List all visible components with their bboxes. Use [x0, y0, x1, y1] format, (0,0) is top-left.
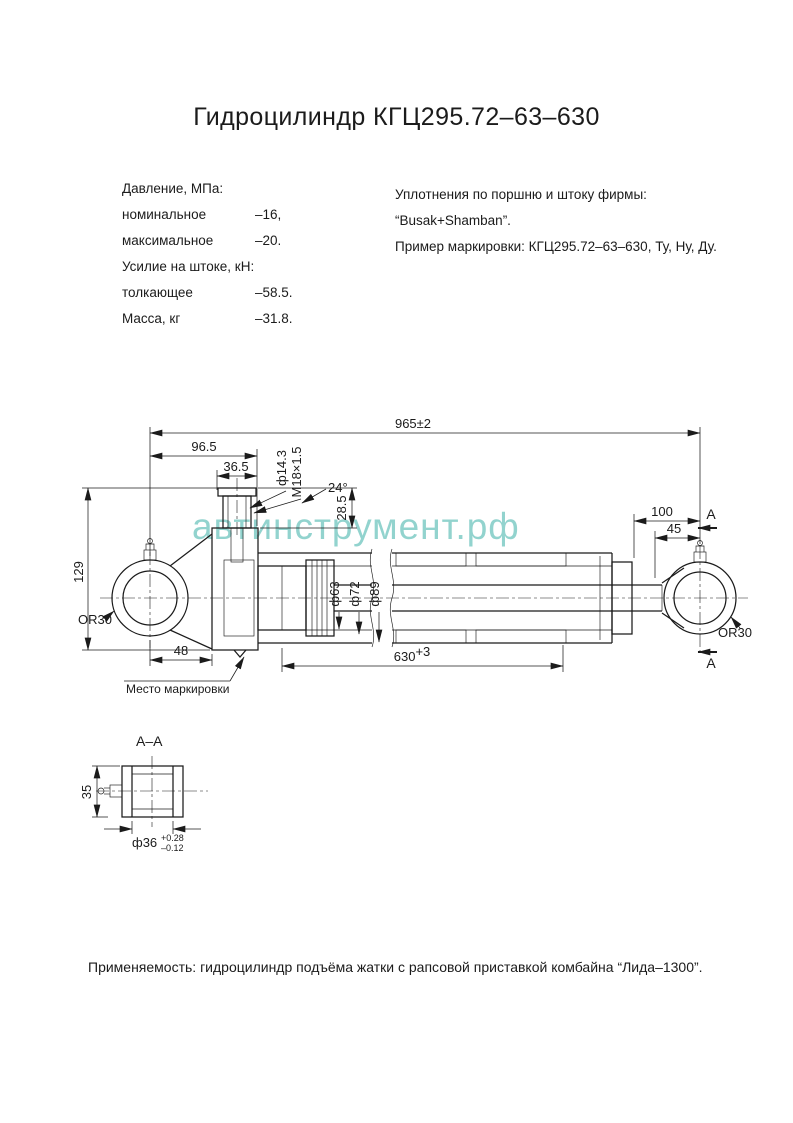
marking-place-callout: Место маркировки [124, 656, 245, 696]
section-title: А–А [136, 733, 163, 749]
dim-pin-bore-tol-lower: –0.12 [161, 843, 184, 853]
dim-port-thread-label: М18×1.5 [289, 447, 304, 498]
spec-row-mass: Масса, кг –31.8. [122, 311, 293, 337]
dimension-100: 100 [633, 504, 701, 558]
application-note: Применяемость: гидроцилиндр подъёма жатк… [88, 959, 703, 975]
piston-rod [334, 584, 663, 612]
dim-100-label: 100 [651, 504, 673, 519]
dim-129-label: 129 [71, 561, 86, 583]
dim-port-diameter-label: ф14.3 [274, 450, 289, 486]
spec-label: толкающее [122, 285, 193, 300]
dim-bore-63-label: ф63 [327, 581, 342, 606]
dim-pin-bore-label: ф36 [132, 835, 157, 850]
spec-table: Давление, МПа: номинальное –16, максималь… [122, 181, 293, 337]
spec-label: Усилие на штоке, кН: [122, 259, 255, 274]
dimension-45: 45 [654, 521, 701, 578]
dimension-bore-diameters: ф63 ф72 ф89 [327, 581, 383, 643]
section-a-a-view: А–А 35 [79, 733, 208, 853]
dim-overall-label: 965±2 [395, 416, 431, 431]
dimension-right-eye-radius: OR30 [718, 616, 752, 640]
dimension-chamfer-angle: 24° [301, 480, 348, 504]
dimension-stroke-630: 630+3 [281, 644, 564, 672]
dim-dia-72-label: ф72 [347, 581, 362, 606]
spec-value: –58.5. [255, 285, 293, 300]
dim-96-5-label: 96.5 [191, 439, 216, 454]
dimension-port-diameter: ф14.3 [249, 450, 289, 509]
seal-note-line1: Уплотнения по поршню и штоку фирмы: [395, 187, 647, 202]
section-letter-top: А [706, 506, 716, 522]
dim-angle-label: 24° [328, 480, 348, 495]
spec-row-force-header: Усилие на штоке, кН: [122, 259, 293, 285]
drawing-title: Гидроцилиндр КГЦ295.72–63–630 [193, 103, 600, 131]
dim-48-label: 48 [174, 643, 188, 658]
dimension-port-thread: М18×1.5 [253, 447, 304, 514]
dimension-129: 129 [71, 487, 218, 651]
oil-port-fitting [217, 487, 257, 529]
spec-row-pressure-header: Давление, МПа: [122, 181, 293, 207]
dimension-96-5: 96.5 [149, 439, 258, 526]
seal-notes: Уплотнения по поршню и штоку фирмы: “Bus… [395, 182, 717, 260]
dimension-48: 48 [149, 640, 213, 666]
dim-left-eye-radius-label: OR30 [78, 612, 112, 627]
dimension-overall-length: 965±2 [149, 416, 701, 556]
spec-row-nominal: номинальное –16, [122, 207, 293, 233]
section-letter-bottom: А [706, 655, 716, 671]
dimension-28-5: 28.5 [258, 487, 357, 529]
cylinder-head [211, 527, 259, 658]
dim-28-5-label: 28.5 [334, 495, 349, 520]
seal-note-line2: “Busak+Shamban”. [395, 213, 511, 228]
cylinder-tube [258, 548, 613, 648]
spec-label: максимальное [122, 233, 214, 248]
spec-value: –20. [255, 233, 282, 248]
spec-value: –31.8. [255, 311, 293, 326]
spec-row-maximum: максимальное –20. [122, 233, 293, 259]
dim-45-label: 45 [667, 521, 681, 536]
dim-pin-bore-tol-upper: +0.28 [161, 833, 184, 843]
dim-36-5-label: 36.5 [223, 459, 248, 474]
gland-nut [611, 561, 633, 635]
seal-note-line3: Пример маркировки: КГЦ295.72–63–630, Ту,… [395, 239, 717, 254]
spec-label: Давление, МПа: [122, 181, 224, 196]
dim-35-label: 35 [79, 785, 94, 799]
dim-right-eye-radius-label: OR30 [718, 625, 752, 640]
left-eye [111, 533, 213, 650]
spec-label: Масса, кг [122, 311, 181, 326]
spec-row-pushing: толкающее –58.5. [122, 285, 293, 311]
marking-place-label: Место маркировки [126, 682, 229, 696]
spec-label: номинальное [122, 207, 207, 222]
dim-stroke-label: 630+3 [394, 644, 431, 664]
dimension-35: 35 [79, 765, 120, 818]
dimension-pin-bore-36: ф36 +0.28 –0.12 [104, 821, 201, 853]
spec-value: –16, [255, 207, 282, 222]
dim-dia-89-label: ф89 [367, 581, 382, 606]
dimension-36-5: 36.5 [216, 459, 258, 490]
dimension-left-eye-radius: OR30 [78, 610, 115, 627]
watermark-text: автинструмент.рф [192, 506, 520, 547]
section-mark-top: А [697, 506, 717, 532]
piston-assembly [257, 559, 335, 637]
section-mark-bottom: А [697, 648, 717, 671]
